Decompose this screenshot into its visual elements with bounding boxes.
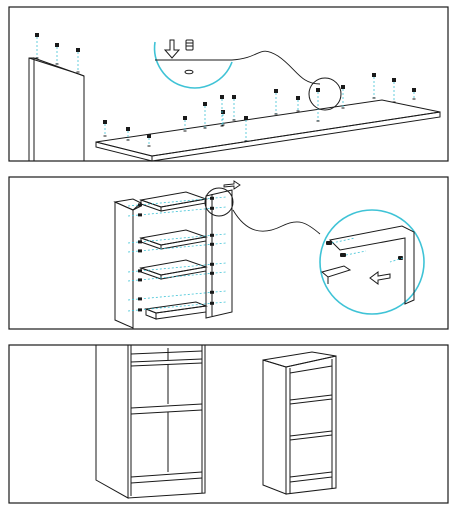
screw-icon (147, 134, 151, 147)
alignment-line (127, 242, 227, 253)
side-panel (28, 57, 85, 162)
screw-icon (274, 89, 278, 115)
side-panel-screws (35, 33, 80, 73)
right-side-panel (205, 189, 233, 319)
magnifier-small-circle-icon (308, 77, 342, 111)
leader-line-2 (232, 209, 321, 235)
left-side-panel (113, 198, 142, 329)
screw-icon (392, 78, 396, 103)
panel-step-2 (8, 176, 449, 330)
screw-icon (220, 95, 224, 127)
screw-icon (341, 85, 345, 109)
down-arrow-icon (163, 39, 181, 59)
dowel-pin (210, 196, 214, 200)
base-panel-screws (103, 73, 416, 147)
dowel-pin (138, 278, 142, 282)
dowel-pin (138, 203, 142, 207)
dowel-pin (138, 308, 142, 312)
middle-shelf-2 (139, 259, 208, 280)
base-panel (95, 99, 441, 162)
bookcase-small (262, 351, 337, 495)
alignment-line (127, 271, 227, 282)
cam-bolt-icon (185, 39, 194, 51)
panel-frame-1 (8, 6, 449, 162)
alignment-line (127, 301, 227, 312)
panel-frame-2 (8, 176, 449, 330)
screw-icon (316, 88, 320, 122)
screw-icon (203, 102, 207, 129)
dowel-pin (138, 240, 142, 244)
screw-icon (232, 95, 236, 121)
dowel-pin (210, 271, 214, 275)
middle-shelf-1 (139, 229, 208, 250)
screw-icon (372, 73, 376, 99)
dowel-pin (138, 297, 142, 301)
arrow-left-icon (369, 271, 391, 285)
panel-step-3 (8, 344, 449, 504)
panel-step-1 (8, 6, 449, 162)
alignment-line (127, 262, 227, 273)
screw-icon (183, 116, 187, 132)
screw-icon (126, 127, 130, 141)
dowel-pin (138, 249, 142, 253)
dowel-pin (210, 206, 214, 210)
leader-line-1 (231, 50, 321, 85)
dowel-pin (210, 242, 214, 246)
dowel-pin (210, 290, 214, 294)
dowel-pin (210, 233, 214, 237)
panel-frame-3 (8, 344, 449, 504)
dowel-pin (210, 301, 214, 305)
dowel-pin (138, 213, 142, 217)
bookcase-large (95, 344, 206, 499)
dowel-pin (210, 262, 214, 266)
screw-icon (76, 48, 80, 73)
alignment-dashed-lines (127, 196, 227, 312)
alignment-line (127, 196, 227, 207)
screw-icon (103, 120, 107, 137)
screw-icon (296, 96, 300, 112)
dowel-pin (138, 269, 142, 273)
screw-icon (55, 43, 59, 65)
arrow-right-icon (223, 180, 241, 190)
screw-icon (35, 33, 39, 59)
magnifier-small-circle-icon (204, 187, 234, 217)
alignment-line (127, 206, 227, 217)
alignment-line (127, 233, 227, 244)
magnifier-circle-icon (153, 41, 233, 89)
magnifier-circle-icon (319, 209, 425, 315)
screw-icon (244, 116, 248, 142)
alignment-line (127, 290, 227, 301)
screw-icon (412, 88, 416, 100)
